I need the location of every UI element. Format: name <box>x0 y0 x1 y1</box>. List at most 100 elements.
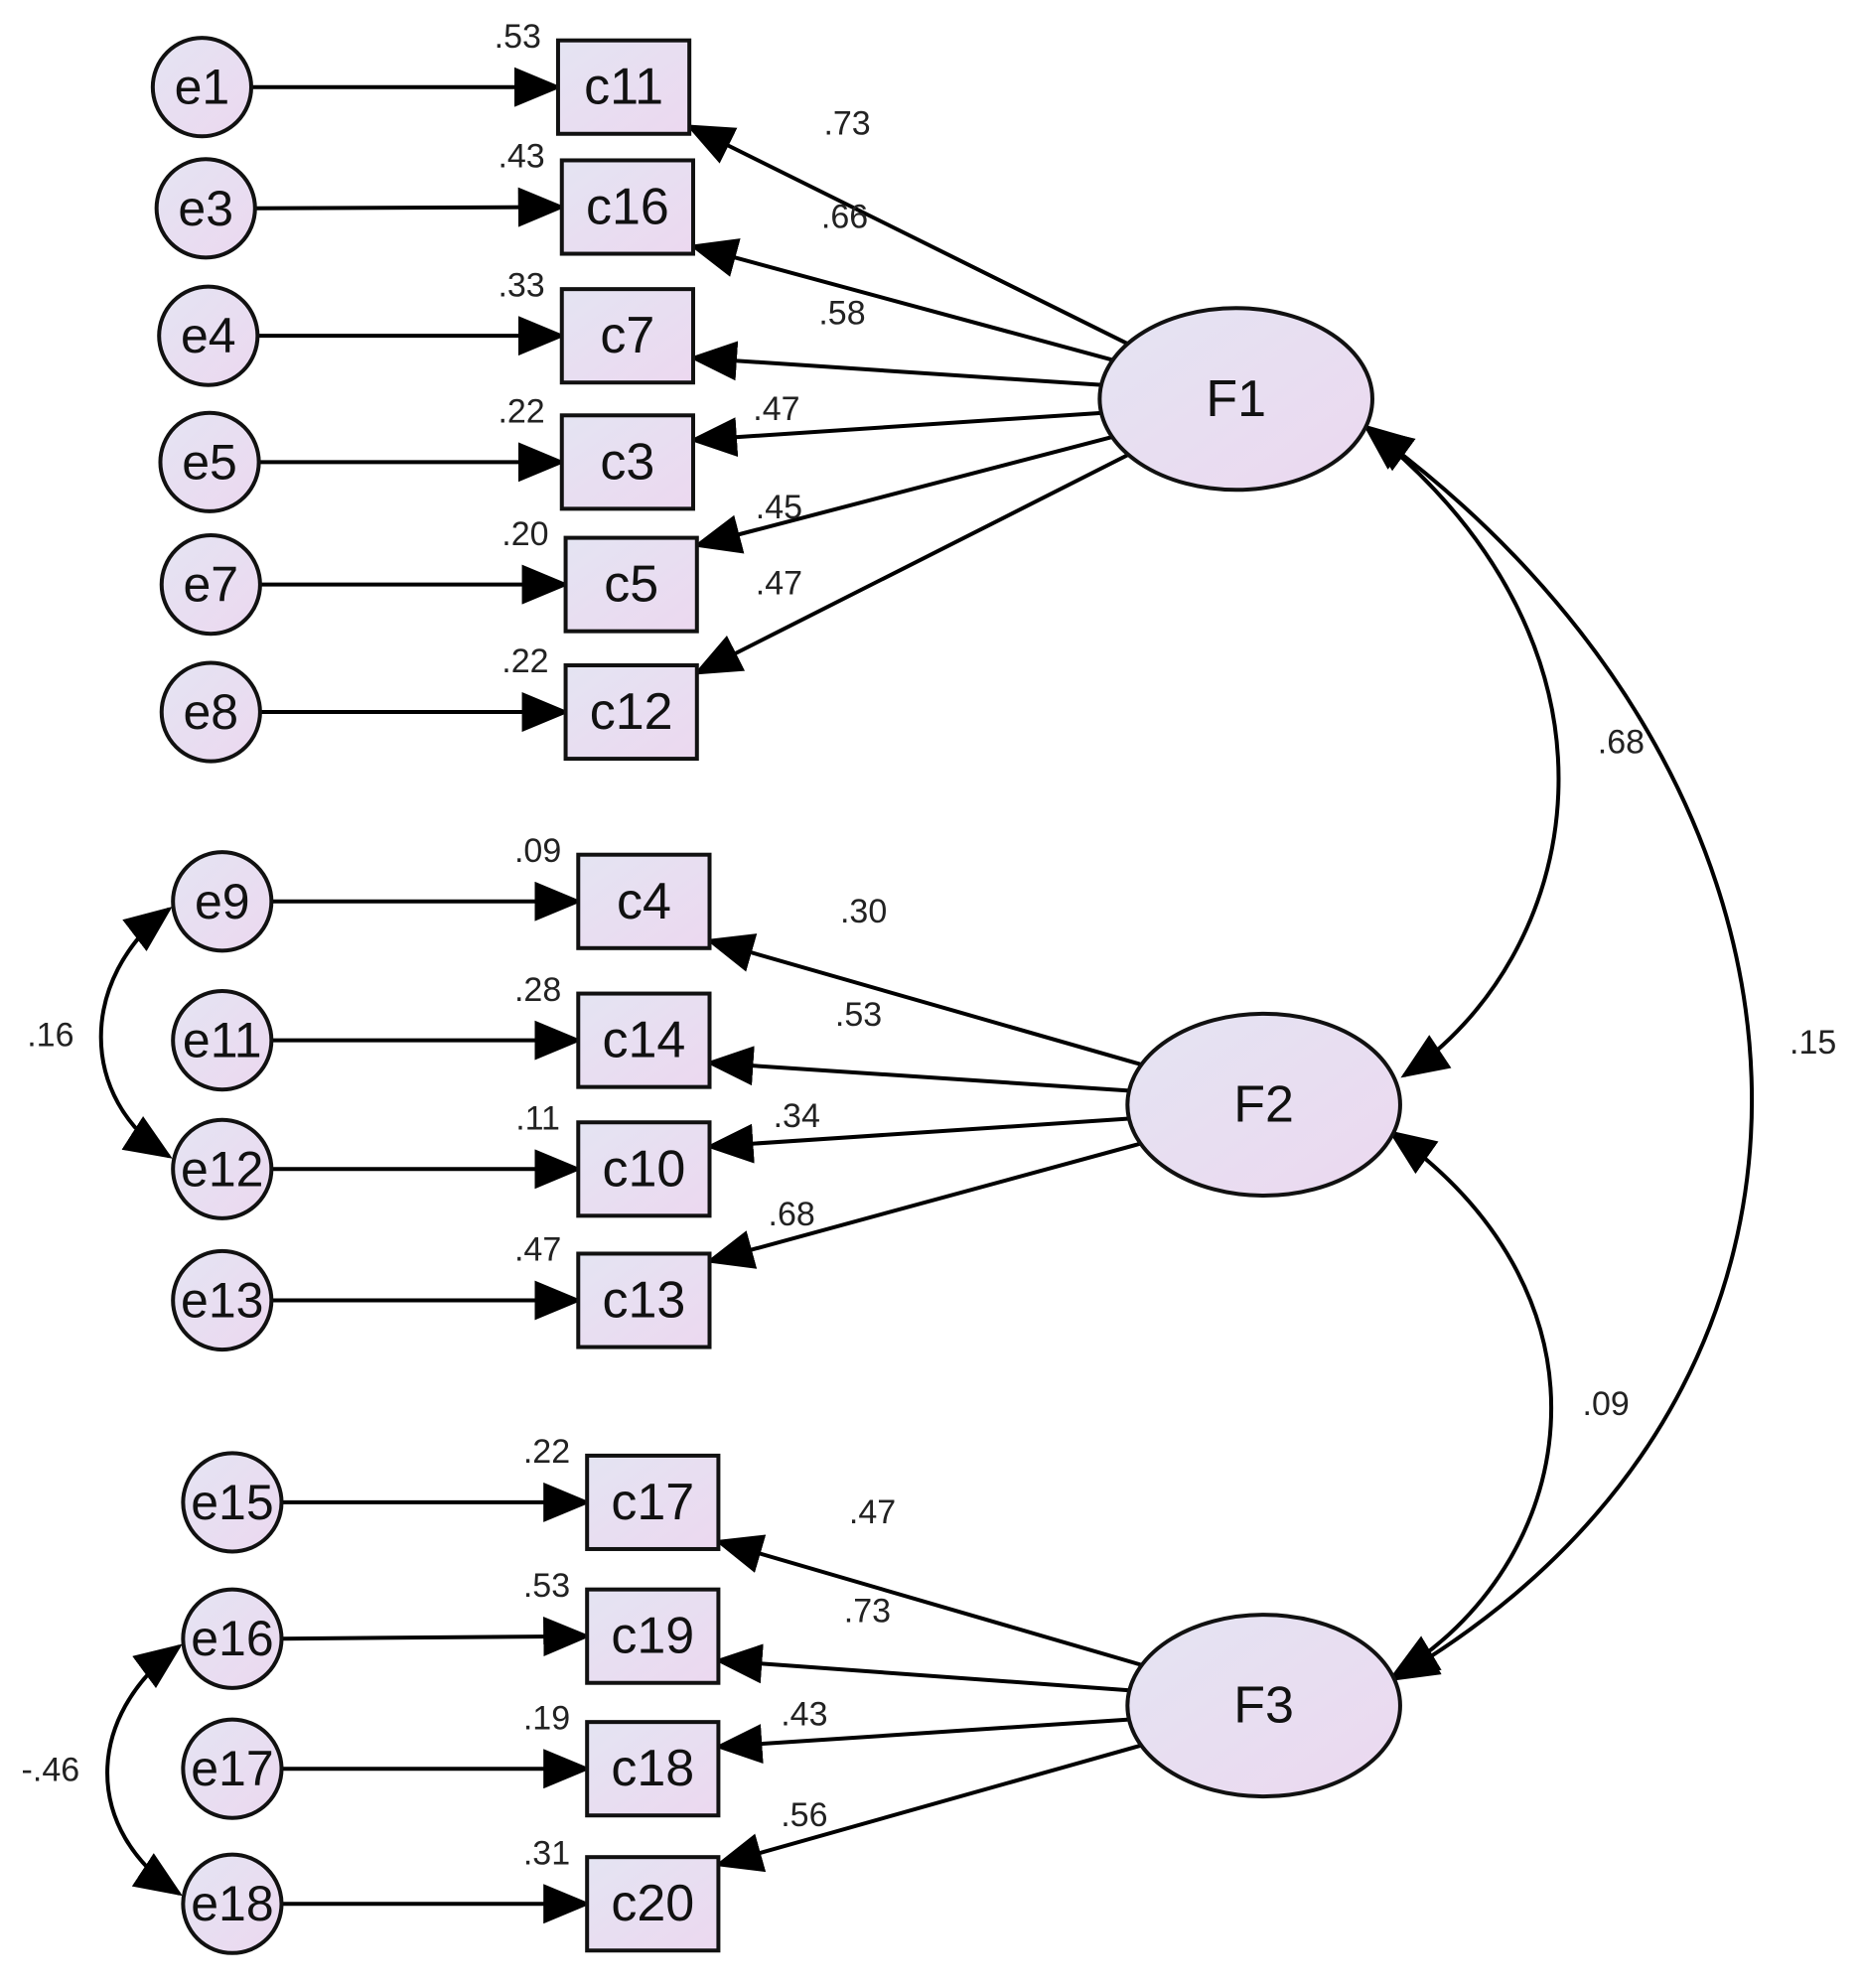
indicator-box <box>585 1720 721 1818</box>
loading-arrow <box>692 435 1113 554</box>
indicator-box <box>576 852 712 950</box>
error-node <box>150 36 254 139</box>
labels-layer: .53.43.33.22.20.22.09.28.11.47.22.53.19.… <box>22 18 1837 1873</box>
error-node-label: e17 <box>191 1741 273 1796</box>
indicator-label: c4 <box>617 873 671 930</box>
r-squared-label: .47 <box>514 1231 561 1269</box>
indicator-label: c13 <box>602 1272 685 1330</box>
error-path-arrow <box>254 187 566 227</box>
indicator-label: c10 <box>602 1140 685 1198</box>
r-squared-label: .31 <box>523 1834 570 1872</box>
error-node-label: e12 <box>181 1141 263 1197</box>
error-node-label: e7 <box>184 557 239 613</box>
latent-factor-node <box>1097 306 1374 493</box>
error-node-label: e3 <box>178 181 233 236</box>
loading-label: .43 <box>781 1696 827 1734</box>
error-node <box>157 284 260 387</box>
error-node-label: e16 <box>191 1611 273 1666</box>
loading-label: .73 <box>844 1592 891 1630</box>
indicator-box <box>559 158 695 256</box>
indicator-label: c19 <box>611 1608 694 1665</box>
r-squared-label: .19 <box>523 1699 570 1737</box>
latent-factor-label: F3 <box>1233 1677 1294 1735</box>
loading-arrow <box>714 1643 1130 1693</box>
loading-arrow <box>693 453 1130 675</box>
r-squared-label: .22 <box>523 1433 570 1471</box>
latent-factor-label: F1 <box>1206 370 1266 428</box>
loading-arrow <box>714 1743 1142 1873</box>
factor-correlation-label: .68 <box>1598 724 1645 762</box>
loading-arrow <box>689 238 1114 362</box>
error-node <box>159 533 262 637</box>
error-node <box>181 1587 284 1690</box>
factor-correlation-arrow <box>1362 424 1561 1078</box>
loading-label: .47 <box>753 390 799 428</box>
loading-arrow <box>714 1534 1143 1667</box>
error-node <box>171 1248 274 1352</box>
r-squared-label: .20 <box>501 515 548 553</box>
indicator-box <box>576 1251 712 1349</box>
error-node <box>171 989 274 1092</box>
error-path-arrow <box>281 1617 592 1657</box>
loading-label: .66 <box>821 199 868 236</box>
error-node <box>171 850 274 953</box>
indicator-label: c16 <box>586 179 669 236</box>
loading-label: .68 <box>769 1196 815 1233</box>
error-node-label: e11 <box>183 1013 262 1068</box>
error-node <box>159 660 262 764</box>
r-squared-label: .28 <box>514 971 561 1009</box>
indicator-box <box>585 1453 721 1551</box>
error-node-label: e18 <box>191 1876 273 1931</box>
loading-label: .34 <box>774 1097 820 1135</box>
factor-correlation-label: .15 <box>1789 1024 1836 1062</box>
error-node-label: e15 <box>191 1475 273 1530</box>
loading-label: .30 <box>840 893 887 930</box>
factor-correlation-arrow <box>1387 1130 1554 1678</box>
loading-label: .47 <box>756 564 802 602</box>
loading-label: .47 <box>849 1493 896 1531</box>
loading-arrow <box>705 1116 1130 1164</box>
loading-arrow <box>714 1717 1130 1764</box>
latent-factor-label: F2 <box>1233 1075 1294 1133</box>
error-covariance-arrow <box>98 906 173 1159</box>
loading-label: .53 <box>835 996 882 1034</box>
loading-label: .56 <box>781 1796 827 1834</box>
loading-arrow <box>685 124 1129 346</box>
r-squared-label: .33 <box>498 266 544 304</box>
error-node <box>181 1451 284 1554</box>
r-squared-label: .43 <box>498 138 544 176</box>
error-node-label: e4 <box>181 308 236 363</box>
error-node-label: e9 <box>195 874 250 929</box>
error-node <box>158 410 261 513</box>
indicator-box <box>585 1855 721 1953</box>
indicator-label: c12 <box>590 683 673 741</box>
loading-arrow <box>688 410 1102 458</box>
latent-factor-node <box>1125 1613 1402 1799</box>
loading-arrow <box>705 1141 1142 1269</box>
error-covariance-label: .16 <box>27 1017 73 1055</box>
indicator-label: c11 <box>584 59 663 116</box>
error-node <box>181 1852 284 1955</box>
indicator-label: c17 <box>611 1474 694 1531</box>
loading-label: .73 <box>823 105 870 143</box>
indicator-box <box>563 663 699 762</box>
indicator-box <box>555 38 692 136</box>
r-squared-label: .22 <box>498 392 544 430</box>
error-node <box>171 1117 274 1220</box>
error-node-label: e1 <box>175 60 230 115</box>
indicator-box <box>559 413 695 511</box>
factor-correlation-arrow <box>1364 426 1755 1681</box>
latent-factor-node <box>1125 1011 1402 1198</box>
indicator-box <box>559 287 695 385</box>
r-squared-label: .53 <box>495 18 541 56</box>
indicator-box <box>585 1587 721 1685</box>
r-squared-label: .09 <box>514 832 561 870</box>
indicator-label: c3 <box>600 433 654 491</box>
factor-correlation-label: .09 <box>1583 1385 1630 1423</box>
loading-label: .45 <box>756 489 802 526</box>
loading-label: .58 <box>818 294 865 332</box>
error-node <box>154 157 257 260</box>
error-node-label: e8 <box>184 684 239 740</box>
error-covariance-arrow <box>105 1643 183 1897</box>
loading-arrow <box>688 341 1102 387</box>
